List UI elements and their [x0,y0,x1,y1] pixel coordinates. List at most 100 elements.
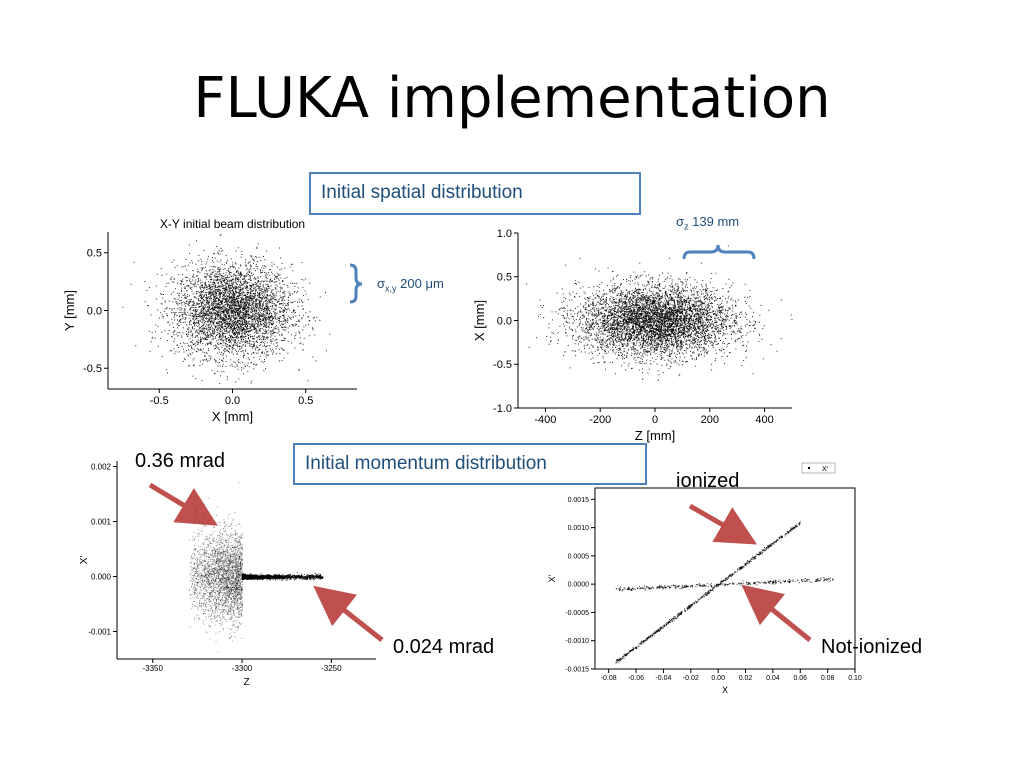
data-point [258,296,260,298]
data-point [287,296,289,298]
data-point [192,375,194,377]
data-point [179,307,181,309]
data-point [229,288,231,290]
data-point [223,333,225,335]
data-point [210,308,212,310]
data-point [229,327,231,329]
data-point [206,310,208,312]
data-point [627,299,629,301]
data-point [264,265,266,267]
data-point [239,362,241,364]
data-point [174,313,176,315]
data-point [653,330,655,332]
data-point [618,339,620,341]
data-point [651,317,653,319]
data-point [312,356,314,358]
data-point [207,336,209,338]
data-point [205,352,207,354]
data-point [207,325,209,327]
data-point [283,317,285,319]
data-point [283,292,285,294]
data-point [263,301,265,303]
data-point [205,285,207,287]
data-point [212,310,214,312]
data-point [241,321,243,323]
data-point [224,348,226,350]
data-point [633,306,635,308]
data-point [146,289,148,291]
data-point [234,326,236,328]
data-point [240,265,242,267]
data-point [205,359,207,361]
data-point [207,348,209,350]
data-point [253,327,255,329]
data-point [234,289,236,291]
data-point [233,296,235,298]
data-point [233,287,235,289]
data-point [194,283,196,285]
data-point [188,327,190,329]
data-point [236,332,238,334]
data-point [223,295,225,297]
data-point [635,313,637,315]
data-point [640,297,642,299]
data-point [273,299,275,301]
data-point [224,336,226,338]
data-point [215,300,217,302]
data-point [234,339,236,341]
momentum-distribution-label: Initial momentum distribution [293,443,647,485]
data-point [228,351,230,353]
data-point [227,303,229,305]
data-point [262,319,264,321]
data-point [255,293,257,295]
data-point [569,328,571,330]
data-point [224,288,226,290]
data-point [231,302,233,304]
data-point [281,300,283,302]
data-point [238,359,240,361]
data-point [179,342,181,344]
data-point [718,337,720,339]
data-point [224,348,226,350]
data-point [198,299,200,301]
data-point [241,330,243,332]
data-point [210,318,212,320]
data-point [627,333,629,335]
data-point [239,330,241,332]
data-point [244,302,246,304]
data-point [230,337,232,339]
data-point [207,303,209,305]
data-point [241,284,243,286]
data-point [263,325,265,327]
data-point [286,304,288,306]
data-point [256,309,258,311]
data-point [195,316,197,318]
data-point [289,316,291,318]
data-point [225,325,227,327]
data-point [252,329,254,331]
data-point [210,322,212,324]
data-point [207,296,209,298]
data-point [758,321,760,323]
data-point [190,329,192,331]
data-point [208,311,210,313]
data-point [233,306,235,308]
data-point [265,349,267,351]
data-point [199,327,201,329]
data-point [263,315,265,317]
data-point [253,284,255,286]
data-point [225,299,227,301]
data-point [265,300,267,302]
data-point [221,298,223,300]
data-point [218,266,220,268]
data-point [205,311,207,313]
data-point [259,335,261,337]
data-point [203,328,205,330]
data-point [208,335,210,337]
data-point [199,365,201,367]
data-point [660,351,662,353]
data-point [695,296,697,298]
data-point [232,320,234,322]
data-point [233,334,235,336]
data-point [175,288,177,290]
